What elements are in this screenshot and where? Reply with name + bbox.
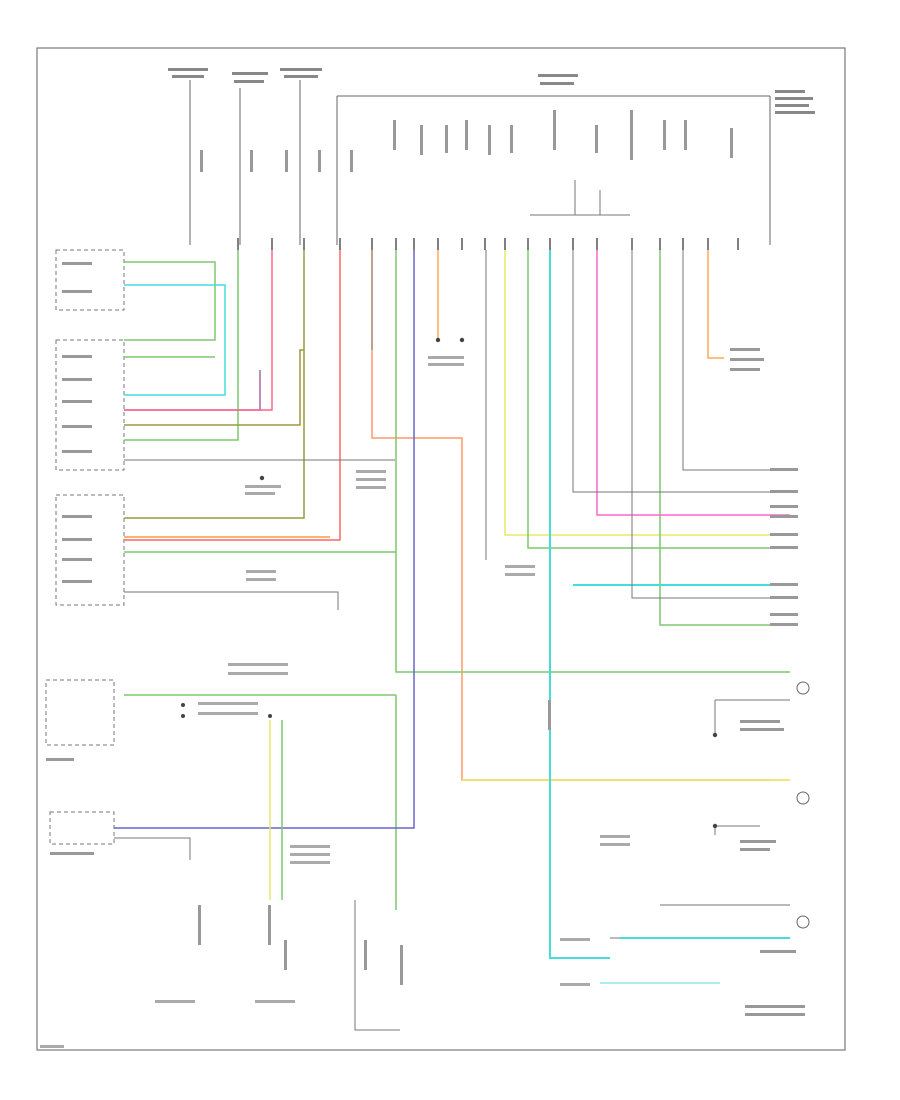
ground-symbols — [181, 337, 718, 829]
bottom-connector-labels — [198, 700, 551, 985]
cluster — [45, 679, 115, 761]
fuse-blocks — [530, 180, 630, 216]
wire-orange — [437, 250, 724, 359]
wire-green-2 — [124, 250, 790, 910]
wire-green-1 — [124, 250, 239, 441]
left-module-3 — [55, 494, 125, 606]
wire-cyan-1 — [124, 284, 226, 396]
annotation-blocks — [40, 356, 630, 1048]
wire-yellow — [269, 250, 790, 900]
wire-olive — [124, 250, 305, 519]
reference-markers — [796, 681, 810, 929]
wire-gray — [114, 250, 790, 1031]
right-terminal-labels — [730, 348, 805, 1016]
diagram-frame — [36, 47, 846, 1051]
wire-red — [124, 250, 341, 541]
top-bus — [189, 80, 771, 245]
left-module-2 — [55, 339, 125, 471]
wire-blue — [114, 250, 415, 829]
wire-green-3 — [281, 250, 790, 900]
left-module-1 — [55, 249, 125, 311]
connector-pin-row — [237, 238, 739, 250]
wire-cyan-2 — [549, 250, 790, 984]
overhead-switch — [49, 811, 115, 855]
wire-purple — [124, 250, 273, 411]
top-fuse-labels — [168, 68, 815, 114]
wire-magenta — [596, 250, 790, 516]
top-connector-labels — [200, 110, 733, 172]
